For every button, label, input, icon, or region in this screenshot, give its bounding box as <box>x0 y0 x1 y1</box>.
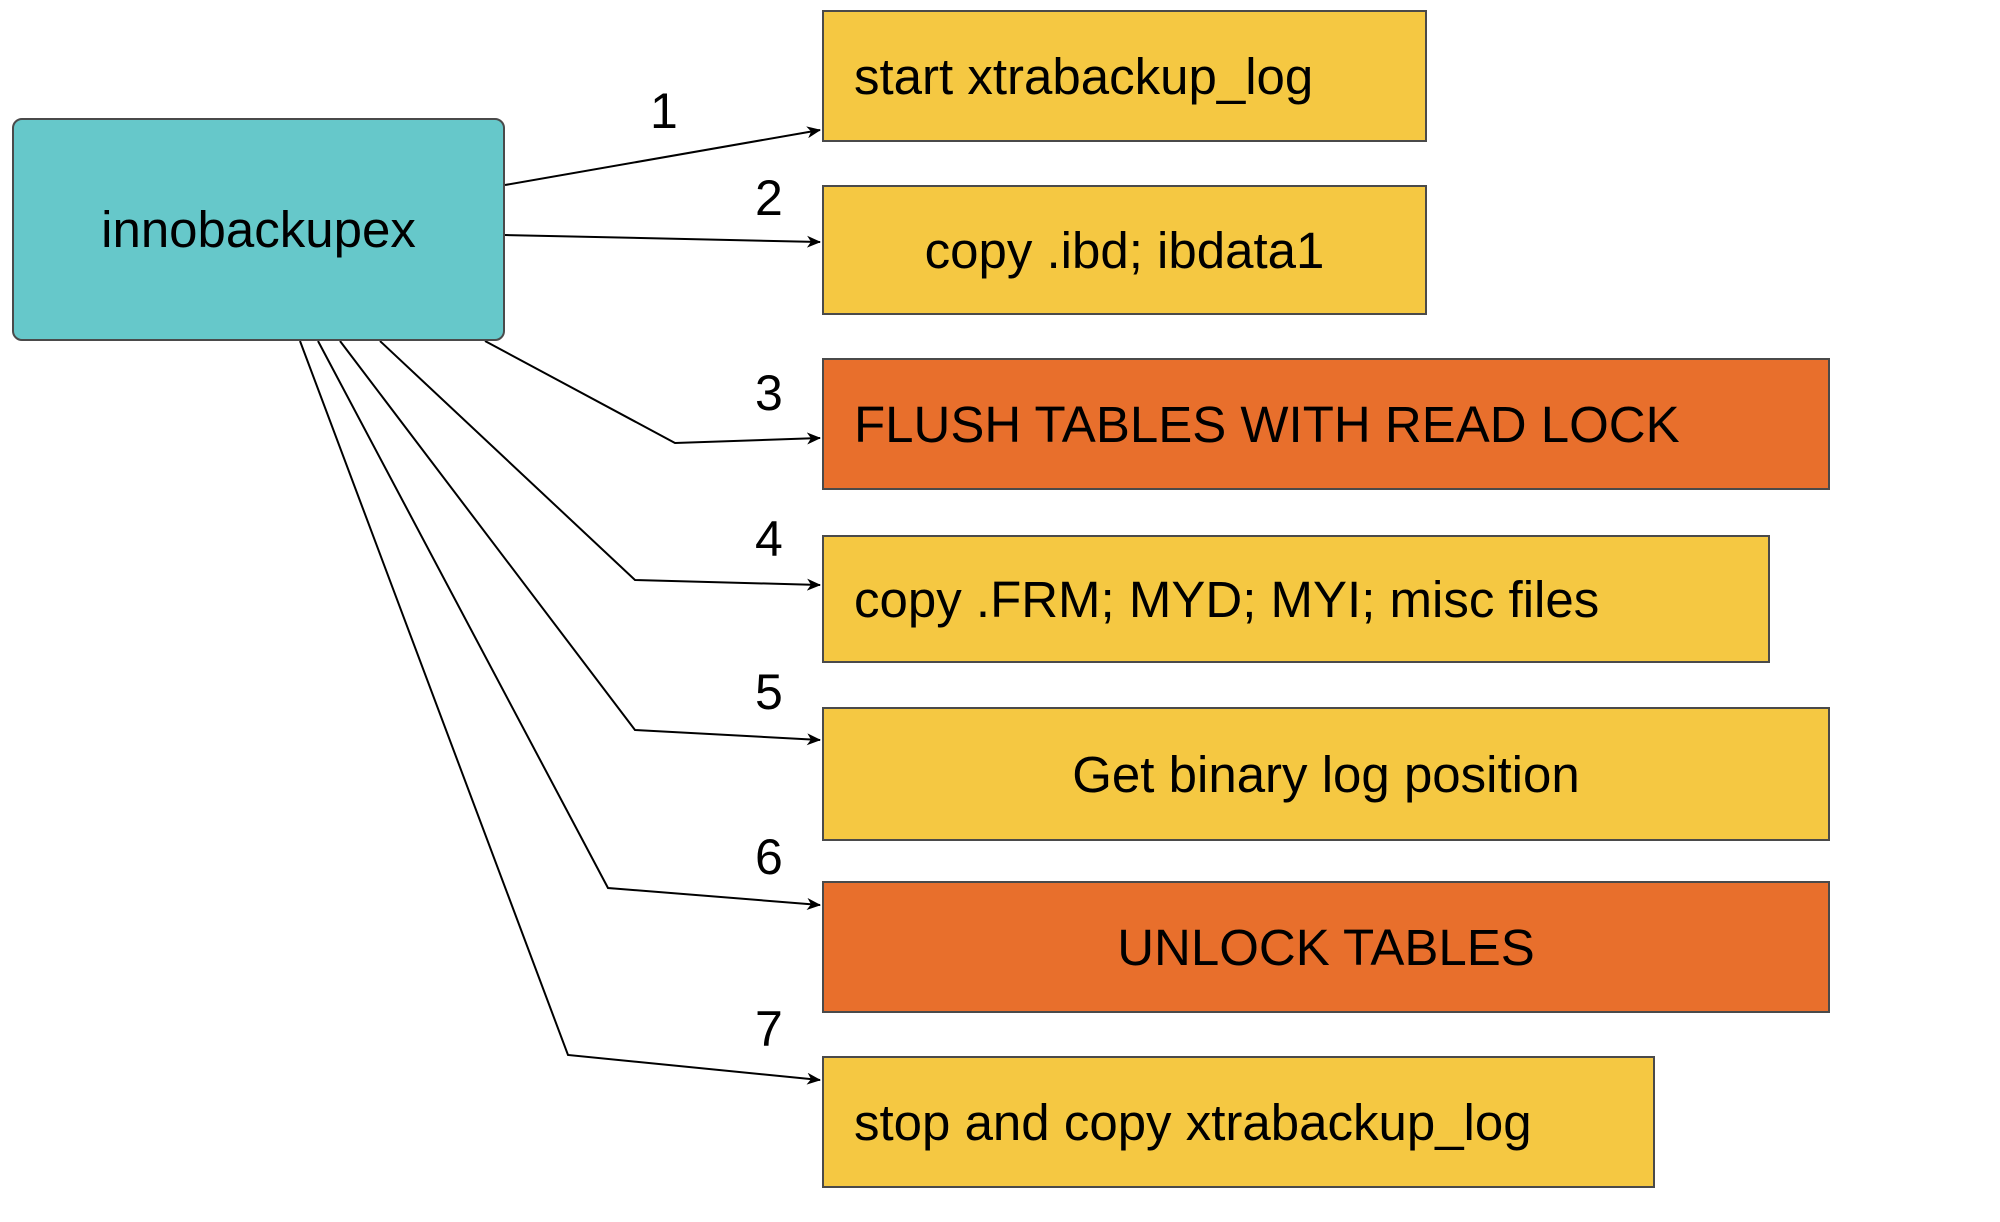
step-2-label: copy .ibd; ibdata1 <box>924 221 1325 279</box>
step-1-number: 1 <box>650 83 678 139</box>
step-7-number: 7 <box>755 1001 783 1057</box>
step-3-label: FLUSH TABLES WITH READ LOCK <box>854 395 1680 453</box>
innobackupex-node: innobackupex <box>12 118 505 341</box>
innobackupex-label: innobackupex <box>101 201 416 258</box>
step-1-label: start xtrabackup_log <box>854 47 1314 105</box>
arrow-step-5 <box>339 340 821 746</box>
step-5-label: Get binary log position <box>1072 745 1580 803</box>
step-7-label: stop and copy xtrabackup_log <box>854 1093 1532 1151</box>
arrow-step-7 <box>299 340 821 1085</box>
step-6-number: 6 <box>755 829 783 885</box>
arrow-step-1 <box>504 126 821 186</box>
step-5-box: Get binary log position <box>822 707 1830 841</box>
step-4-number: 4 <box>755 511 783 567</box>
step-2-number: 2 <box>755 170 783 226</box>
step-6-box: UNLOCK TABLES <box>822 881 1830 1013</box>
step-7-box: stop and copy xtrabackup_log <box>822 1056 1655 1188</box>
step-3-number: 3 <box>755 365 783 421</box>
step-4-box: copy .FRM; MYD; MYI; misc files <box>822 535 1770 663</box>
step-6-label: UNLOCK TABLES <box>1117 918 1535 976</box>
step-2-box: copy .ibd; ibdata1 <box>822 185 1427 315</box>
step-3-box: FLUSH TABLES WITH READ LOCK <box>822 358 1830 490</box>
step-4-label: copy .FRM; MYD; MYI; misc files <box>854 570 1600 628</box>
arrow-step-3 <box>484 340 821 445</box>
arrow-step-4 <box>379 340 821 591</box>
step-5-number: 5 <box>755 664 783 720</box>
step-1-box: start xtrabackup_log <box>822 10 1427 142</box>
arrow-step-2 <box>504 234 821 248</box>
arrow-step-6 <box>317 340 821 910</box>
